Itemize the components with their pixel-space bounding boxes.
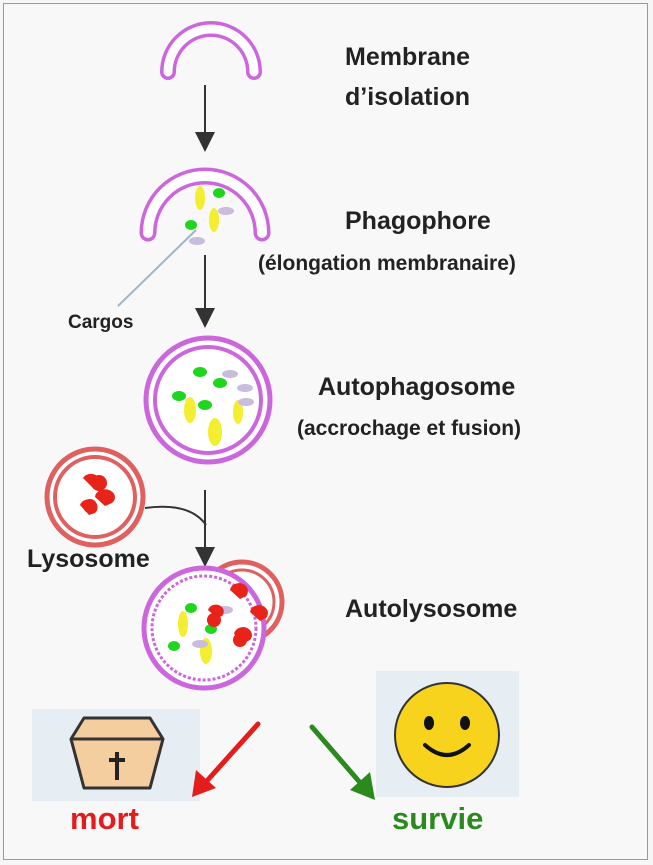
- phagophore-icon: [139, 167, 271, 245]
- lysosome-label: Lysosome: [27, 545, 150, 573]
- arrow-to-survival: [309, 724, 375, 800]
- death-label: mort: [70, 801, 139, 836]
- autolysosome-label: Autolysosome: [345, 595, 518, 623]
- lysosome-icon: [44, 446, 146, 548]
- coffin-icon: [69, 716, 165, 790]
- arrow-to-death: [192, 721, 261, 797]
- survival-label: survie: [392, 801, 484, 836]
- autophagosome-title: Autophagosome: [318, 373, 516, 401]
- autophagosome-subtitle: (accrochage et fusion): [297, 417, 522, 440]
- autophagosome-icon: [143, 335, 273, 465]
- smiley-icon: [394, 682, 500, 788]
- cargos-pointer-line: [117, 229, 197, 307]
- autolysosome-icon: [141, 559, 285, 691]
- cargos-label: Cargos: [68, 312, 134, 333]
- membrane-label-line1: Membrane: [345, 43, 471, 71]
- phagophore-title: Phagophore: [345, 207, 491, 235]
- isolation-membrane-icon: [160, 21, 262, 80]
- membrane-label-line2: d’isolation: [345, 83, 470, 111]
- phagophore-subtitle: (élongation membranaire): [258, 252, 516, 275]
- lysosome-connector: [144, 505, 207, 526]
